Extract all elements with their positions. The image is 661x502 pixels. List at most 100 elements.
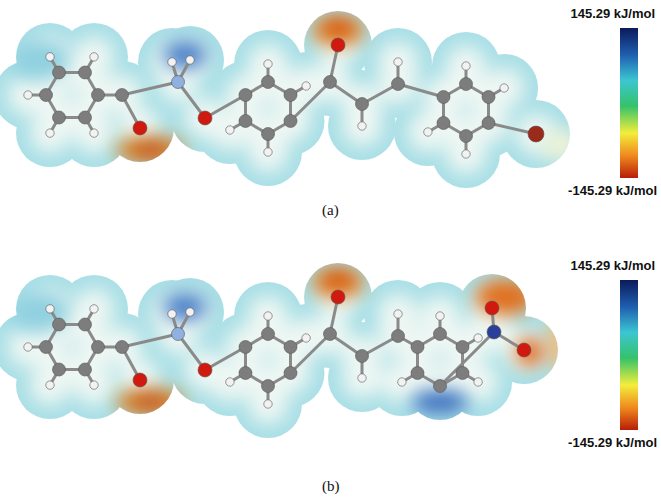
atom [264,312,272,320]
potential-spot [116,136,184,164]
atom [434,328,447,341]
atom [186,308,194,316]
atom [462,62,470,70]
atom [356,98,369,111]
atom [262,328,275,341]
atom [262,76,275,89]
atom [517,343,531,357]
atom [528,126,544,142]
atom [239,341,252,354]
potential-spot [10,292,70,332]
color-bar [620,280,638,430]
atom [456,341,469,354]
potential-spot [324,270,352,286]
potential-spot [132,142,168,158]
molecule [24,290,531,408]
potential-spot [412,390,468,414]
atom [284,367,297,380]
atom [324,76,337,89]
mep-panel [0,0,661,240]
atom [456,367,469,380]
atom [46,305,54,313]
atom [482,117,495,130]
surface-core [504,330,544,370]
atom [90,381,98,389]
atom [264,400,272,408]
atom [262,128,275,141]
atom [239,115,252,128]
atom [92,89,105,102]
color-bar [620,28,638,178]
molecule [24,38,544,158]
atom [411,367,424,380]
scale-min: -145.29 kJ/mol [568,183,657,198]
atom [302,82,310,90]
atom [394,58,402,66]
atom [262,380,275,393]
atom [90,129,98,137]
atom [437,91,450,104]
atom [331,38,345,52]
atom [92,341,105,354]
atom [53,111,66,124]
scale-min: -145.29 kJ/mol [568,435,657,450]
atom [331,290,345,304]
potential-spot [163,293,207,321]
atom [90,305,98,313]
bond [440,332,494,386]
atom [79,66,92,79]
atom [264,60,272,68]
atom [53,66,66,79]
bond [122,82,178,95]
potential-spot [324,18,352,34]
atom [411,341,424,354]
atom [424,128,432,136]
atom [239,89,252,102]
atom [168,310,176,318]
atom [264,148,272,156]
potential-spot [132,394,168,410]
potential-spot [475,279,535,315]
atom [500,84,508,92]
atom [133,121,147,135]
atom [324,328,337,341]
atom [356,350,369,363]
atom [474,334,482,342]
atom [24,343,32,351]
surface-ground [0,0,661,240]
atom [172,328,185,341]
atom [482,91,495,104]
atom [79,318,92,331]
scale-max: 145.29 kJ/mol [570,6,655,21]
atom [487,325,501,339]
atom [40,89,53,102]
atom [460,130,473,143]
atom [392,78,405,91]
potential-spot [163,41,207,69]
atom [358,374,366,382]
atom [392,330,405,343]
atom [358,122,366,130]
atom [46,53,54,61]
atom [46,129,54,137]
atom [168,58,176,66]
bond [291,334,330,373]
atom [172,76,185,89]
atom [226,126,234,134]
atom [437,117,450,130]
bond [122,334,178,347]
atom [284,89,297,102]
atom [24,91,32,99]
atom [46,381,54,389]
panel-label: (a) [322,202,339,219]
bond [291,82,330,121]
mep-panel [0,252,661,492]
potential-spot [116,388,184,416]
atom [434,380,447,393]
potential-spot [10,40,70,80]
atom [462,150,470,158]
scale-max: 145.29 kJ/mol [570,258,655,273]
atom [226,378,234,386]
atom [116,89,129,102]
